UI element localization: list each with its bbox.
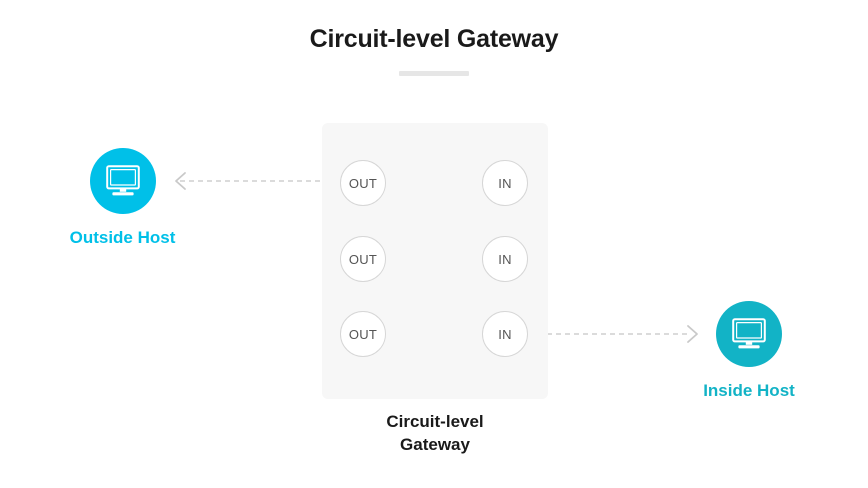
monitor-icon [105,165,140,196]
connector-gateway-inside-host [533,325,698,343]
port-out-3[interactable]: OUT [340,311,386,357]
port-label: OUT [348,251,378,267]
inside-host-circle [716,301,782,367]
port-label: OUT [348,175,378,191]
connector-outside-host-gateway [175,172,340,190]
gateway-caption-line-1: Circuit-level [386,412,484,431]
port-in-2[interactable]: IN [482,236,528,282]
gateway-caption: Circuit-level Gateway [322,410,548,456]
port-label: IN [498,251,512,267]
monitor-icon [732,318,766,349]
port-label: IN [498,175,512,191]
port-out-1[interactable]: OUT [340,160,386,206]
gateway-caption-line-2: Gateway [400,435,470,454]
title-underline-bar [399,71,469,76]
page-title: Circuit-level Gateway [309,25,559,53]
title-block: Circuit-level Gateway [0,24,868,76]
port-label: IN [498,326,512,342]
port-in-1[interactable]: IN [482,160,528,206]
inside-host-node[interactable]: Inside Host [682,301,816,401]
outside-host-node[interactable]: Outside Host [56,148,189,248]
port-label: OUT [348,326,378,342]
outside-host-circle [89,148,156,214]
inside-host-label: Inside Host [703,381,795,400]
port-out-2[interactable]: OUT [340,236,386,282]
outside-host-label: Outside Host [69,228,176,247]
port-in-3[interactable]: IN [482,311,528,357]
